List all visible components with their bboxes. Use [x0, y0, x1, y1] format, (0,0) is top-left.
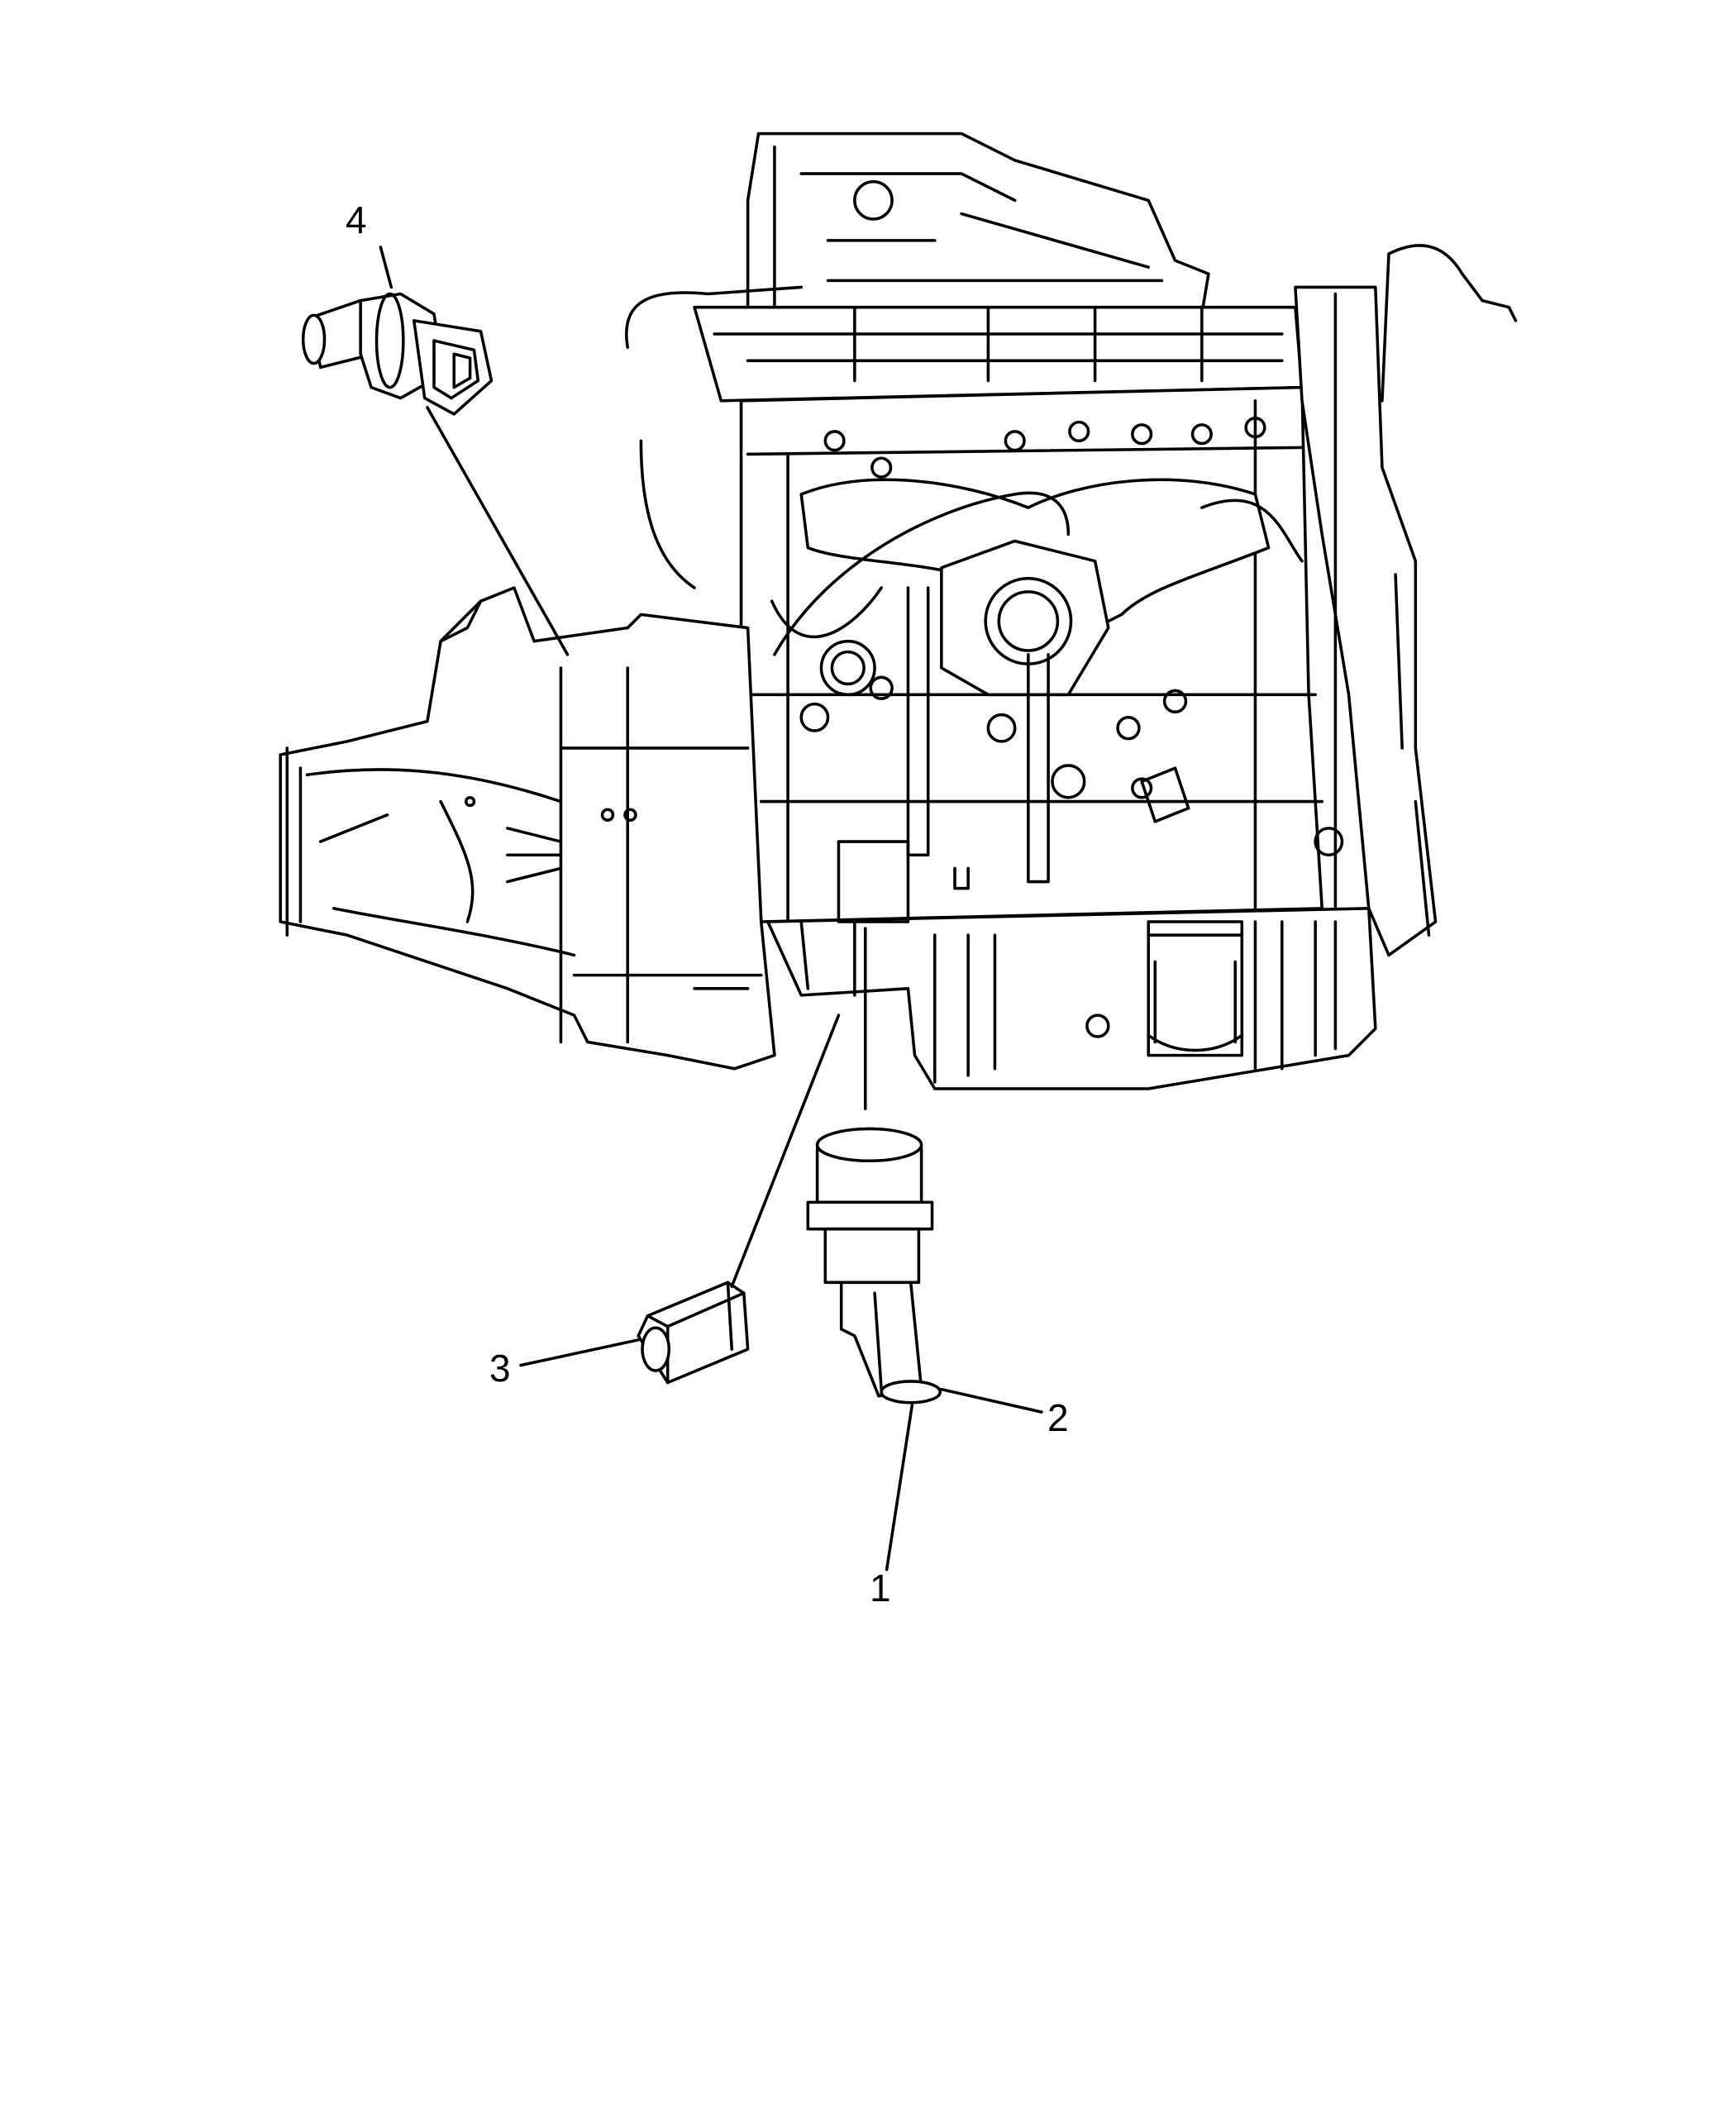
- callout-4: 4: [346, 198, 367, 241]
- callout-2: 2: [1047, 1396, 1069, 1439]
- callout-1: 1: [870, 1567, 891, 1610]
- leader-line-3: [519, 1013, 841, 1367]
- part-4-pressure-switch: [301, 292, 494, 416]
- callout-3: 3: [489, 1347, 511, 1390]
- part-1-sensor: [806, 1127, 942, 1405]
- leader-lines: [379, 246, 1043, 1571]
- engine-assembly: [279, 131, 1518, 1090]
- leader-line-2: [940, 1387, 1043, 1414]
- part-3-sleeve: [637, 1281, 750, 1385]
- leader-line-1: [863, 927, 914, 1571]
- leader-line-4: [379, 246, 570, 656]
